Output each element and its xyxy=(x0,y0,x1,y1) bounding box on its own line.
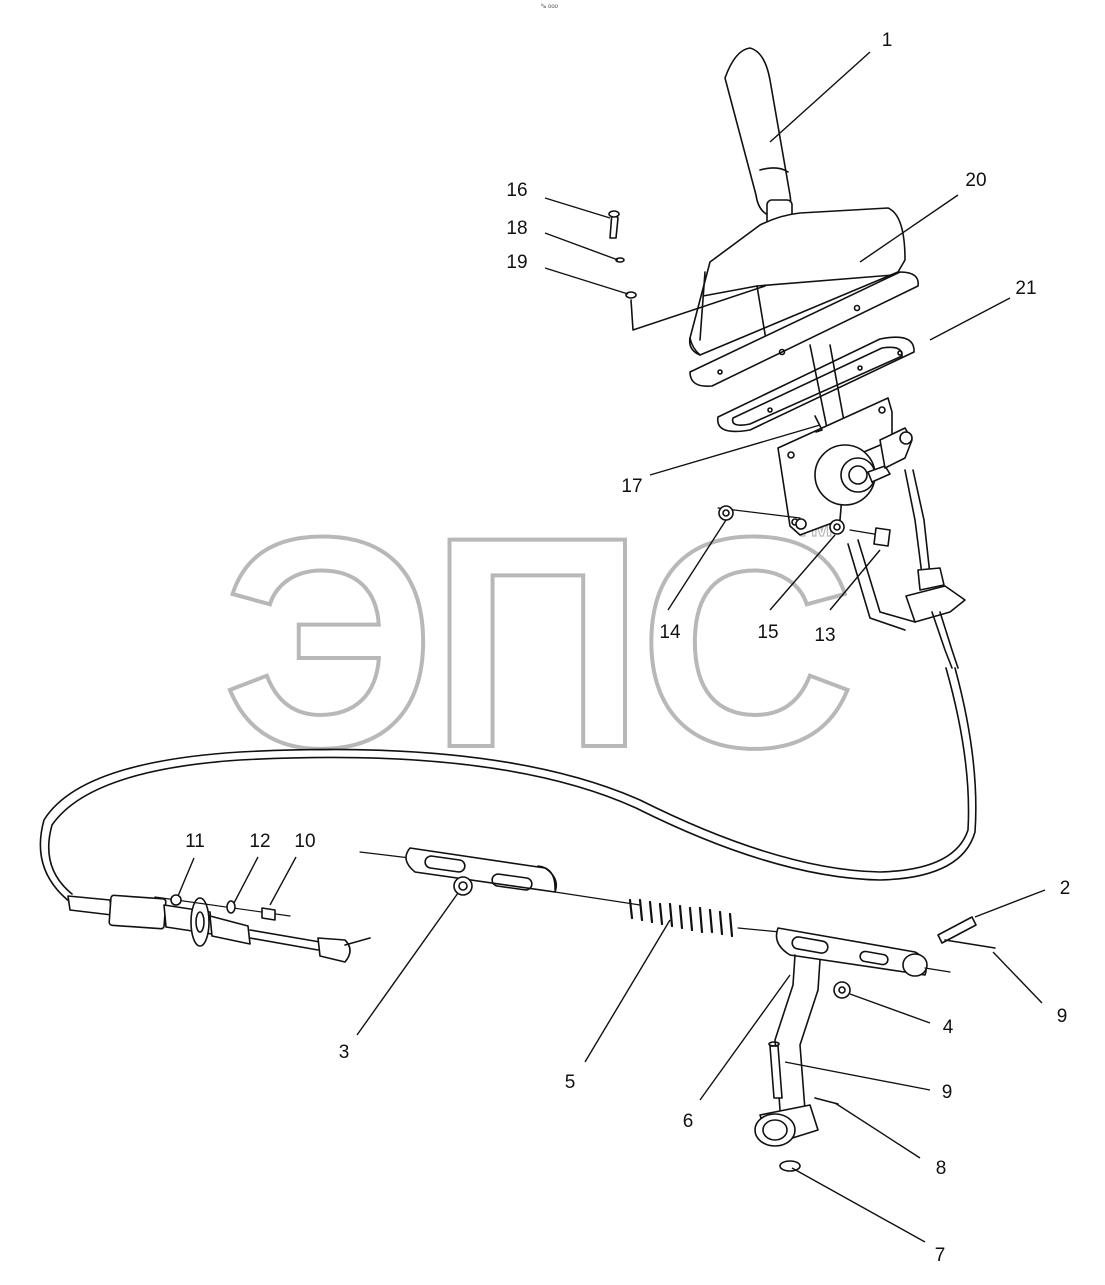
spring xyxy=(628,898,781,938)
top-mark: ºь ооо xyxy=(541,4,558,10)
callout-5: 5 xyxy=(564,1072,576,1093)
callout-9a: 9 xyxy=(941,1082,953,1103)
callout-17: 17 xyxy=(621,476,643,497)
callout-1: 1 xyxy=(881,30,893,51)
callout-21: 21 xyxy=(1015,278,1037,299)
callout-12: 12 xyxy=(249,831,271,852)
callout-8: 8 xyxy=(935,1158,947,1179)
callout-18: 18 xyxy=(506,218,528,239)
lever-knob xyxy=(724,47,793,227)
cable-end xyxy=(67,894,371,963)
gasket xyxy=(717,336,915,433)
upper-rod xyxy=(904,469,966,669)
callout-16: 16 xyxy=(506,180,528,201)
callout-13: 13 xyxy=(814,625,836,646)
callout-4: 4 xyxy=(942,1017,954,1038)
callout-19: 19 xyxy=(506,252,528,273)
callout-2: 2 xyxy=(1059,878,1071,899)
callout-9b: 9 xyxy=(1056,1006,1068,1027)
callout-14: 14 xyxy=(659,622,681,643)
shift-arm xyxy=(754,927,951,1172)
slotted-tube xyxy=(359,847,641,906)
callout-15: 15 xyxy=(757,622,779,643)
boot-plate xyxy=(689,271,919,388)
callout-11: 11 xyxy=(185,831,205,852)
mount-bracket xyxy=(777,397,913,536)
callout-3: 3 xyxy=(338,1042,350,1063)
callout-7: 7 xyxy=(934,1245,946,1266)
watermark-logo: ЭПС xyxy=(220,474,858,810)
lever-boot xyxy=(688,207,906,356)
callout-6: 6 xyxy=(682,1111,694,1132)
callout-10: 10 xyxy=(294,831,316,852)
flex-cable xyxy=(39,667,977,903)
callout-20: 20 xyxy=(965,170,987,191)
